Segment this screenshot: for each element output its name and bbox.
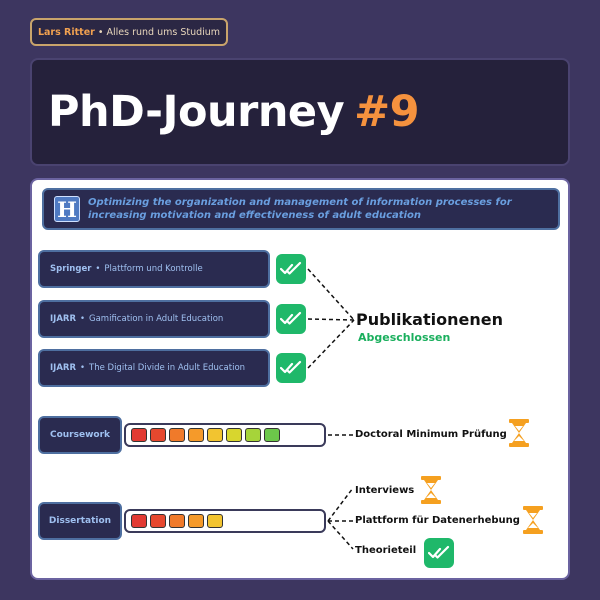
publication-item: Springer•Plattform und Kontrolle <box>38 250 270 288</box>
progress-segment <box>207 514 223 528</box>
dissertation-item-label: Theorieteil <box>355 545 417 556</box>
progress-segment <box>150 428 166 442</box>
check-icon <box>276 304 306 334</box>
hourglass-icon <box>523 506 543 534</box>
publications-title: Publikationenen <box>356 310 503 329</box>
publication-title: Plattform und Kontrolle <box>104 264 203 274</box>
check-icon <box>424 538 454 568</box>
connector-lines <box>307 268 355 550</box>
title-number: #9 <box>354 87 420 137</box>
page-title: PhD-Journey#9 <box>48 87 420 137</box>
dissertation-topic-bar: H Optimizing the organization and manage… <box>42 188 560 230</box>
progress-segment <box>188 428 204 442</box>
separator: • <box>80 314 86 324</box>
publication-journal: Springer <box>50 264 92 274</box>
publication-journal: IJARR <box>50 363 76 373</box>
progress-segment <box>131 428 147 442</box>
progress-segment <box>226 428 242 442</box>
publication-title: The Digital Divide in Adult Education <box>89 363 246 373</box>
hourglass-icon <box>421 476 441 504</box>
content-panel: H Optimizing the organization and manage… <box>30 178 570 580</box>
progress-segment <box>245 428 261 442</box>
title-text: PhD-Journey <box>48 87 345 137</box>
separator: • <box>95 264 101 274</box>
progress-segment <box>188 514 204 528</box>
separator: • <box>80 363 86 373</box>
check-icon <box>276 254 306 284</box>
dissertation-label: Dissertation <box>38 502 122 540</box>
dissertation-topic: Optimizing the organization and manageme… <box>88 196 512 222</box>
coursework-progress-bar <box>124 423 326 447</box>
dissertation-item-label: Plattform für Datenerhebung <box>355 515 520 526</box>
publications-status: Abgeschlossen <box>358 331 451 344</box>
publication-item: IJARR •The Digital Divide in Adult Educat… <box>38 349 270 387</box>
check-icon <box>276 353 306 383</box>
progress-segment <box>131 514 147 528</box>
title-card: PhD-Journey#9 <box>30 58 570 166</box>
dissertation-progress-bar <box>124 509 326 533</box>
hourglass-icon <box>509 419 529 447</box>
author-tag: Lars Ritter • Alles rund ums Studium <box>30 18 228 46</box>
tag-separator: • <box>94 26 107 38</box>
progress-segment <box>150 514 166 528</box>
publication-item: IJARR •Gamification in Adult Education <box>38 300 270 338</box>
publication-journal: IJARR <box>50 314 76 324</box>
h-logo-icon: H <box>54 196 80 222</box>
author-name: Lars Ritter <box>37 26 95 38</box>
progress-segment <box>169 428 185 442</box>
publication-title: Gamification in Adult Education <box>89 314 224 324</box>
coursework-target: Doctoral Minimum Prüfung <box>355 429 507 440</box>
progress-segment <box>169 514 185 528</box>
tag-subtitle: Alles rund ums Studium <box>106 26 221 38</box>
progress-segment <box>264 428 280 442</box>
dissertation-item-label: Interviews <box>355 485 415 496</box>
coursework-label: Coursework <box>38 416 122 454</box>
progress-segment <box>207 428 223 442</box>
